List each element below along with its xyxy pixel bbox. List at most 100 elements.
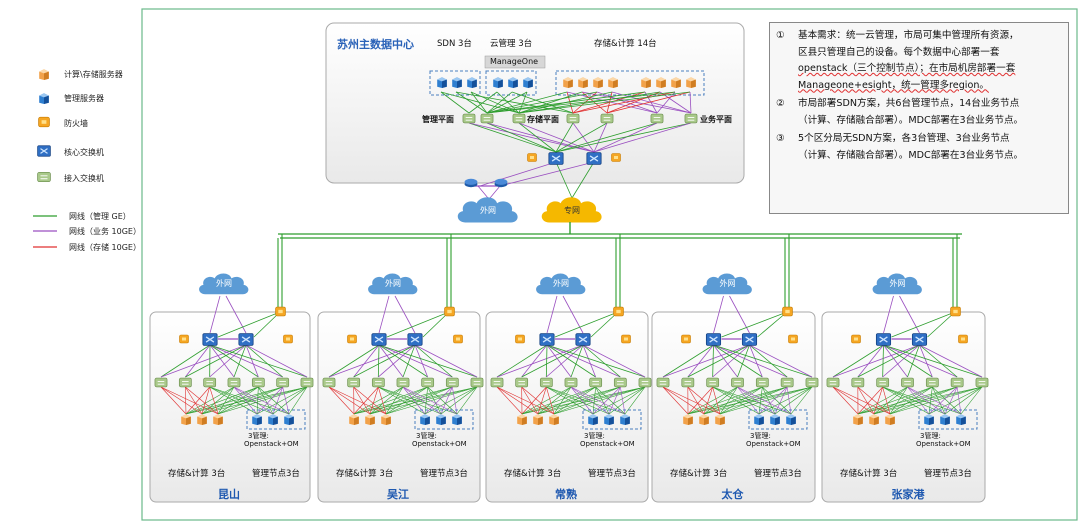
server-link [369,386,404,415]
backbone-links [277,222,962,312]
legend-graphics [33,69,57,248]
storage-link [566,91,574,114]
requirement-line: Manageone+esight，统一管理多region。 [798,79,989,91]
server-link [662,386,705,415]
mgmt-server-group [582,409,642,430]
uplink [919,344,983,378]
firewall-core-link [590,311,619,338]
server-link [687,386,738,415]
server-link [553,386,621,415]
business-link [566,91,658,114]
uplink [414,344,478,378]
server-link [160,386,219,415]
requirement-2: ② 市局部署SDN方案，共6台管理节点，14台业务节点 （计算、存储融合部署）。… [776,96,1062,129]
server-link [687,386,705,415]
uplink [582,344,621,378]
core-private-link [555,161,573,199]
server-link [424,386,478,415]
branch-mgmt-note: Openstack+OM [244,440,299,448]
mgmt-link [470,91,488,114]
core-switch-icon [238,333,254,346]
storage-plane-label: 存储平面 [527,115,559,124]
uplink [713,344,788,378]
branch-city-name: 昆山 [218,488,240,501]
sdn-server-group [429,70,481,96]
uplink [687,344,714,378]
server-link [537,386,572,415]
mgmt-link [518,91,691,114]
access-switch-icon [900,377,915,388]
core-switch-icon [407,333,423,346]
server-link [889,386,983,415]
server-link [687,386,713,415]
business-link [611,91,692,114]
server-link [928,386,983,415]
business-link [581,91,692,114]
server-link [201,386,210,415]
diagram-frame [141,8,1078,521]
uplink [546,344,584,378]
server-link [328,386,355,415]
server-link [719,386,763,415]
access-switch-icon [178,377,192,388]
branch-mgmt-note: 3管理: [416,432,437,440]
uplink [328,344,380,378]
server-link [328,386,387,415]
branch-links [496,295,646,415]
branch-devices [826,306,989,430]
legend-item-firewall: 防火墙 [64,116,88,130]
cloud-core-link [546,295,558,334]
server-link [857,386,891,415]
firewall-icon [453,334,463,344]
main-dc-panel [325,22,745,184]
uplink [857,344,920,378]
server-link [553,386,646,415]
firewall-icon [851,334,861,344]
requirement-line: 市局部署SDN方案，共6台管理节点，14台业务节点 [798,98,1020,109]
branch-external-label: 外网 [385,279,401,288]
firewall-icon [347,334,357,344]
access-switch-icon [975,377,989,388]
branch-links [832,295,983,415]
requirement-line: 区县只管理自己的设备。每个数据中心部署一套 [798,46,1000,58]
uplink [378,344,428,378]
mgmt-link [518,91,583,114]
branch-panels [149,273,989,503]
uplink [687,344,750,378]
firewall-core-link [927,311,956,338]
server-link [873,386,933,415]
access-switch-icon [470,377,484,388]
branch-mgmt-nodes-label: 管理节点3台 [588,469,636,479]
server-link [932,386,946,415]
uplink [832,344,884,378]
legend-label: 防火墙 [64,118,88,128]
uplink [545,344,548,378]
mgmt-link [486,91,528,114]
mgmt-link [486,91,513,114]
uplink [662,344,714,378]
branch-panel-box [821,311,986,503]
uplink [546,344,596,378]
access-switch-icon [950,377,964,388]
branch-links [328,295,478,415]
legend-label: 管理服务器 [64,93,104,103]
server-link [185,386,308,415]
uplink [713,344,813,378]
access-switch-icon [600,113,614,124]
uplink [662,344,750,378]
access-switch-icon [684,113,698,124]
access-switch-icon [566,113,580,124]
server-link [537,386,646,415]
legend-label: 网线（存储 10GE） [69,242,141,252]
firewall-icon [782,306,793,317]
business-link [656,91,676,114]
storage-compute-server-group [555,70,705,96]
branch-storage-compute-label: 存储&计算 3台 [168,469,226,479]
server-link [353,386,387,415]
server-link [217,386,283,415]
server-link [546,386,555,415]
uplink [712,344,714,378]
core-switch-icon [741,333,758,346]
mgmt-link [486,91,568,114]
